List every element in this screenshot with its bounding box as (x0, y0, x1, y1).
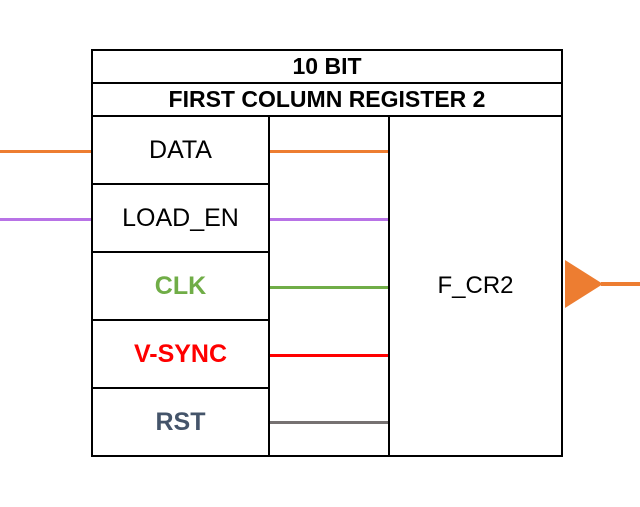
title-box: 10 BIT FIRST COLUMN REGISTER 2 (91, 49, 563, 117)
port-cell-clk: CLK (93, 253, 268, 321)
port-cell-vsync: V-SYNC (93, 321, 268, 389)
port-cell-rst: RST (155, 407, 206, 436)
bus-column (270, 117, 390, 455)
block-output-label: F_CR2 (437, 272, 514, 299)
wire-vsync-bus (270, 354, 388, 357)
wire-data-input (0, 150, 91, 153)
register-block: DATA LOAD_EN CLK V-SYNC RST F_CR2 (91, 115, 563, 457)
port-label-column: DATA LOAD_EN CLK V-SYNC RST (93, 117, 270, 455)
wire-clk-bus (270, 286, 388, 289)
wire-loaden-bus (270, 218, 388, 221)
wire-loaden-input (0, 218, 91, 221)
port-cell-loaden: LOAD_EN (93, 185, 268, 253)
output-arrow-icon (565, 260, 603, 308)
title-bit-width: 10 BIT (93, 51, 561, 84)
output-wire (601, 282, 640, 286)
title-register-name: FIRST COLUMN REGISTER 2 (168, 86, 486, 112)
wire-rst-bus (270, 421, 388, 424)
port-cell-data: DATA (93, 117, 268, 185)
wire-data-bus (270, 150, 388, 153)
